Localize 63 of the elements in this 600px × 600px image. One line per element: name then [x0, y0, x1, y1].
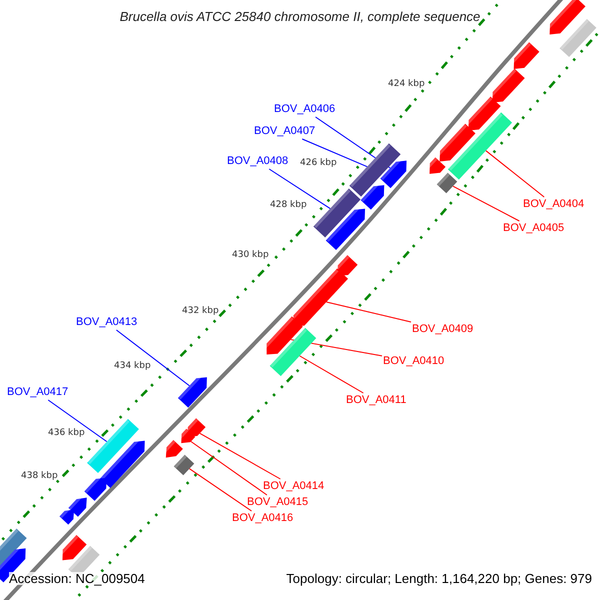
gene-label: BOV_A0404	[523, 198, 584, 211]
gene-bar	[313, 188, 361, 238]
scale-label: 424 kbp	[388, 78, 425, 91]
gene-label: BOV_A0411	[346, 394, 406, 407]
gene-label: BOV_A0416	[232, 512, 294, 525]
gene-block	[163, 440, 183, 458]
leader-line	[302, 138, 368, 168]
gene-bar	[87, 418, 139, 474]
scale-label: 430 kbp	[232, 249, 269, 262]
leader-line	[199, 432, 281, 480]
gene-bar	[270, 328, 316, 376]
gene-label: BOV_A0417	[7, 386, 68, 399]
gene-label: BOV_A0408	[227, 155, 288, 168]
leader-line	[268, 168, 331, 210]
scale-label: 438 kbp	[21, 470, 58, 483]
scale-label: 434 kbp	[114, 360, 151, 373]
gene-block	[100, 438, 145, 488]
gene-block	[178, 374, 207, 408]
gene-block	[60, 534, 87, 560]
gene-label: BOV_A0405	[503, 222, 564, 235]
leader-line	[485, 150, 545, 198]
scale-label: 426 kbp	[300, 157, 337, 170]
leader-line	[190, 441, 268, 496]
gene-block	[290, 268, 348, 326]
gene-bar	[0, 528, 27, 568]
gene-label: BOV_A0414	[263, 480, 324, 493]
gene-bar	[174, 454, 194, 476]
gene-label: BOV_A0415	[247, 496, 308, 509]
gene-bar	[448, 112, 512, 180]
leader-line	[452, 186, 520, 222]
gene-block	[426, 157, 446, 174]
gene-block	[179, 428, 196, 444]
gene-block	[466, 96, 501, 131]
gene-label: BOV_A0413	[76, 316, 138, 329]
gene-block	[437, 124, 476, 162]
title: Brucella ovis ATCC 25840 chromosome II, complete sequence	[118, 10, 482, 23]
gene-block	[68, 496, 87, 517]
gene-bar	[349, 143, 401, 197]
scale-label: 436 kbp	[48, 427, 85, 440]
gene-block	[380, 158, 407, 188]
leader-line	[188, 468, 252, 512]
gene-bar	[436, 172, 458, 194]
gene-bar	[560, 18, 596, 58]
leader-line	[299, 355, 364, 394]
info-text: Topology: circular; Length: 1,164,220 bp; Genes: 979	[286, 572, 592, 585]
gene-block	[60, 508, 74, 525]
gene-label: BOV_A0409	[412, 323, 474, 336]
gene-block	[511, 42, 540, 69]
gene-label: BOV_A0407	[254, 125, 316, 138]
gene-block	[490, 68, 525, 103]
gene-block	[360, 182, 384, 210]
scale-label: 432 kbp	[182, 305, 219, 318]
gene-label: BOV_A0410	[383, 355, 444, 368]
gene-block	[334, 255, 358, 276]
gene-label: BOV_A0406	[274, 103, 336, 116]
gene-block	[264, 316, 303, 354]
gene-block	[84, 475, 107, 501]
gene-block	[547, 0, 586, 34]
leader-line	[326, 302, 412, 323]
leader-line	[116, 330, 190, 386]
scale-label: 428 kbp	[270, 199, 307, 212]
leader-line	[48, 400, 108, 442]
gene-block	[326, 206, 366, 250]
